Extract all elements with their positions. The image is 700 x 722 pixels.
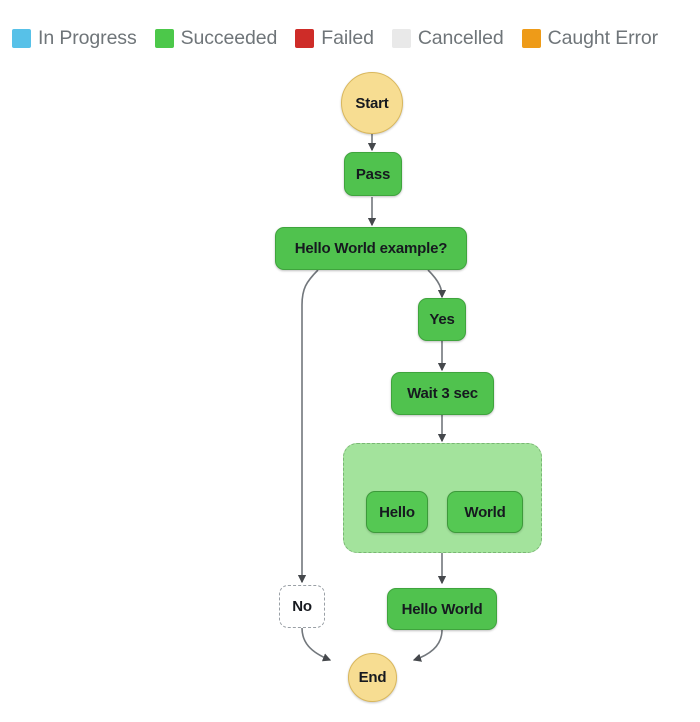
- legend-item-succeeded: Succeeded: [154, 26, 278, 50]
- legend-label: In Progress: [38, 26, 137, 49]
- node-label: Wait 3 sec: [407, 385, 478, 402]
- node-start[interactable]: Start: [341, 72, 403, 134]
- node-label: Hello: [379, 503, 415, 521]
- node-pass[interactable]: Pass: [344, 152, 402, 196]
- node-wait-3-sec[interactable]: Wait 3 sec: [391, 372, 494, 415]
- edge-helloworld-end: [412, 629, 443, 662]
- edge-choice-yes: [427, 269, 447, 299]
- node-label: Start: [355, 94, 389, 112]
- node-label: Hello World: [401, 600, 483, 618]
- node-label: Hello World example?: [294, 240, 448, 257]
- node-yes[interactable]: Yes: [418, 298, 466, 341]
- square-swatch-icon: [12, 28, 31, 48]
- node-hello-world[interactable]: Hello World: [387, 588, 497, 630]
- node-end[interactable]: End: [348, 653, 397, 702]
- legend-item-in-progress: In Progress: [12, 27, 137, 50]
- square-swatch-icon: [521, 28, 541, 48]
- legend-label: Succeeded: [180, 26, 278, 49]
- legend-label: Failed: [321, 26, 374, 49]
- node-label: World: [464, 503, 506, 521]
- legend-item-failed: Failed: [295, 27, 374, 50]
- node-no[interactable]: No: [279, 585, 325, 628]
- node-label: Pass: [355, 165, 391, 183]
- node-label: Yes: [429, 311, 455, 328]
- legend-label: Cancelled: [417, 26, 504, 49]
- legend-item-caught-error: Caught Error: [521, 26, 659, 50]
- legend-label: Caught Error: [547, 26, 659, 49]
- square-swatch-icon: [154, 28, 174, 48]
- execution-flow-graph[interactable]: Start Pass Hello World example? Yes Wait…: [0, 56, 700, 722]
- node-hello[interactable]: Hello: [366, 491, 428, 533]
- edge-choice-no: [297, 269, 319, 584]
- node-choice-hello-world-example[interactable]: Hello World example?: [275, 227, 467, 270]
- legend-item-cancelled: Cancelled: [391, 26, 504, 50]
- square-swatch-icon: [295, 28, 315, 48]
- status-legend: In Progress Succeeded Failed Cancelled C…: [12, 24, 688, 52]
- node-label: No: [292, 598, 312, 615]
- node-label: End: [358, 669, 387, 686]
- square-swatch-icon: [391, 28, 411, 48]
- node-world[interactable]: World: [447, 491, 523, 533]
- edge-no-end: [301, 627, 332, 662]
